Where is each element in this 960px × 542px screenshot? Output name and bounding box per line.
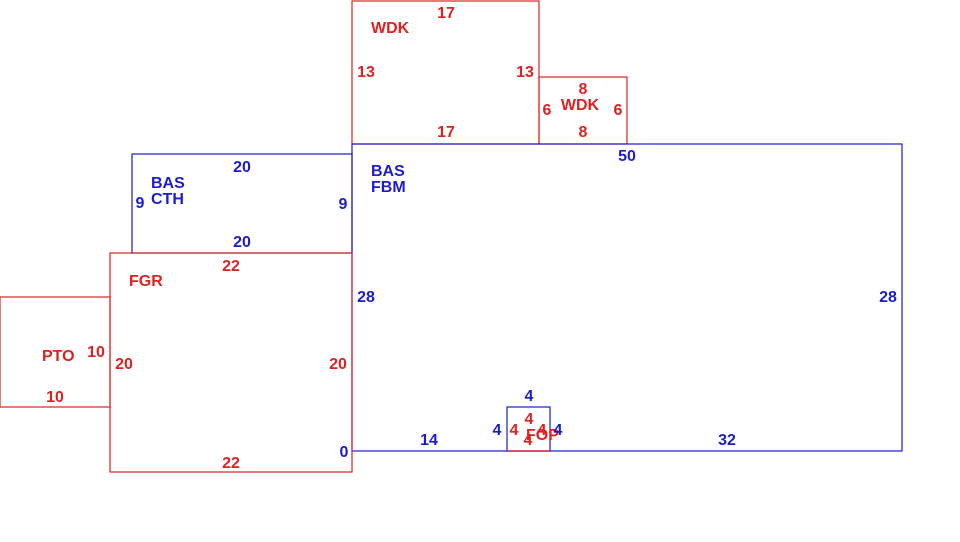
bas-cth-label-line2: CTH (151, 191, 184, 208)
wdk-top-dim-left: 13 (357, 64, 375, 81)
fop-red-dim-bottom: 4 (524, 432, 533, 449)
bas-fbm-dim-left: 28 (357, 289, 375, 306)
pto-dim-right: 10 (87, 344, 105, 361)
wdk-top-dim-right: 13 (516, 64, 534, 81)
bas-cth-dim-right: 9 (339, 196, 348, 213)
pto-outline (0, 296, 111, 408)
bas-fbm-dim-bottom-right: 32 (718, 432, 736, 449)
fgr-dim-right: 20 (329, 356, 347, 373)
fgr-label: FGR (129, 273, 163, 290)
fop-blue-dim-right: 4 (554, 422, 563, 439)
area-fgr: FGR 22 20 20 22 (109, 252, 353, 473)
bas-fbm-label-line2: FBM (371, 179, 406, 196)
bas-fbm-dim-bottom-left: 14 (420, 432, 438, 449)
area-wdk-small: WDK 8 6 6 8 (538, 76, 628, 145)
fgr-dim-top: 22 (222, 258, 240, 275)
area-wdk-top: WDK 17 13 13 17 (351, 0, 540, 145)
bas-fbm-dim-top: 50 (618, 148, 636, 165)
fop-blue-dim-left: 4 (493, 422, 502, 439)
bas-fbm-label-line1: BAS (371, 163, 405, 180)
bas-cth-dim-bottom: 20 (233, 234, 251, 251)
area-fop: 4 4 4 4 FOP 4 4 4 (493, 388, 563, 452)
wdk-small-dim-bottom: 8 (579, 124, 588, 141)
pto-dim-bottom: 10 (46, 389, 64, 406)
wdk-top-dim-bottom: 17 (437, 124, 455, 141)
wdk-small-dim-right: 6 (614, 102, 623, 119)
bas-fbm-dim-corner: 0 (340, 444, 349, 461)
wdk-top-dim-top: 17 (437, 5, 455, 22)
bas-cth-dim-left: 9 (136, 195, 145, 212)
fop-red-dim-left: 4 (510, 422, 519, 439)
fop-blue-dim-top: 4 (525, 388, 534, 405)
wdk-small-dim-left: 6 (543, 102, 552, 119)
wdk-small-dim-top: 8 (579, 81, 588, 98)
area-bas-cth: BAS CTH 20 9 9 20 (131, 153, 353, 254)
bas-fbm-dim-right: 28 (879, 289, 897, 306)
wdk-small-label: WDK (561, 97, 600, 114)
area-bas-fbm: BAS FBM 50 28 28 14 32 0 (340, 143, 903, 461)
wdk-top-label: WDK (371, 20, 410, 37)
bas-cth-label-line1: BAS (151, 175, 185, 192)
bas-fbm-outline (351, 143, 903, 452)
fop-label: FOP (526, 427, 559, 444)
pto-label: PTO (42, 348, 75, 365)
area-pto: PTO 10 10 (0, 296, 111, 408)
fgr-dim-left: 20 (115, 356, 133, 373)
fgr-dim-bottom: 22 (222, 455, 240, 472)
fop-red-dim-right: 4 (538, 422, 547, 439)
fop-red-dim-top: 4 (525, 411, 534, 428)
bas-cth-dim-top: 20 (233, 159, 251, 176)
